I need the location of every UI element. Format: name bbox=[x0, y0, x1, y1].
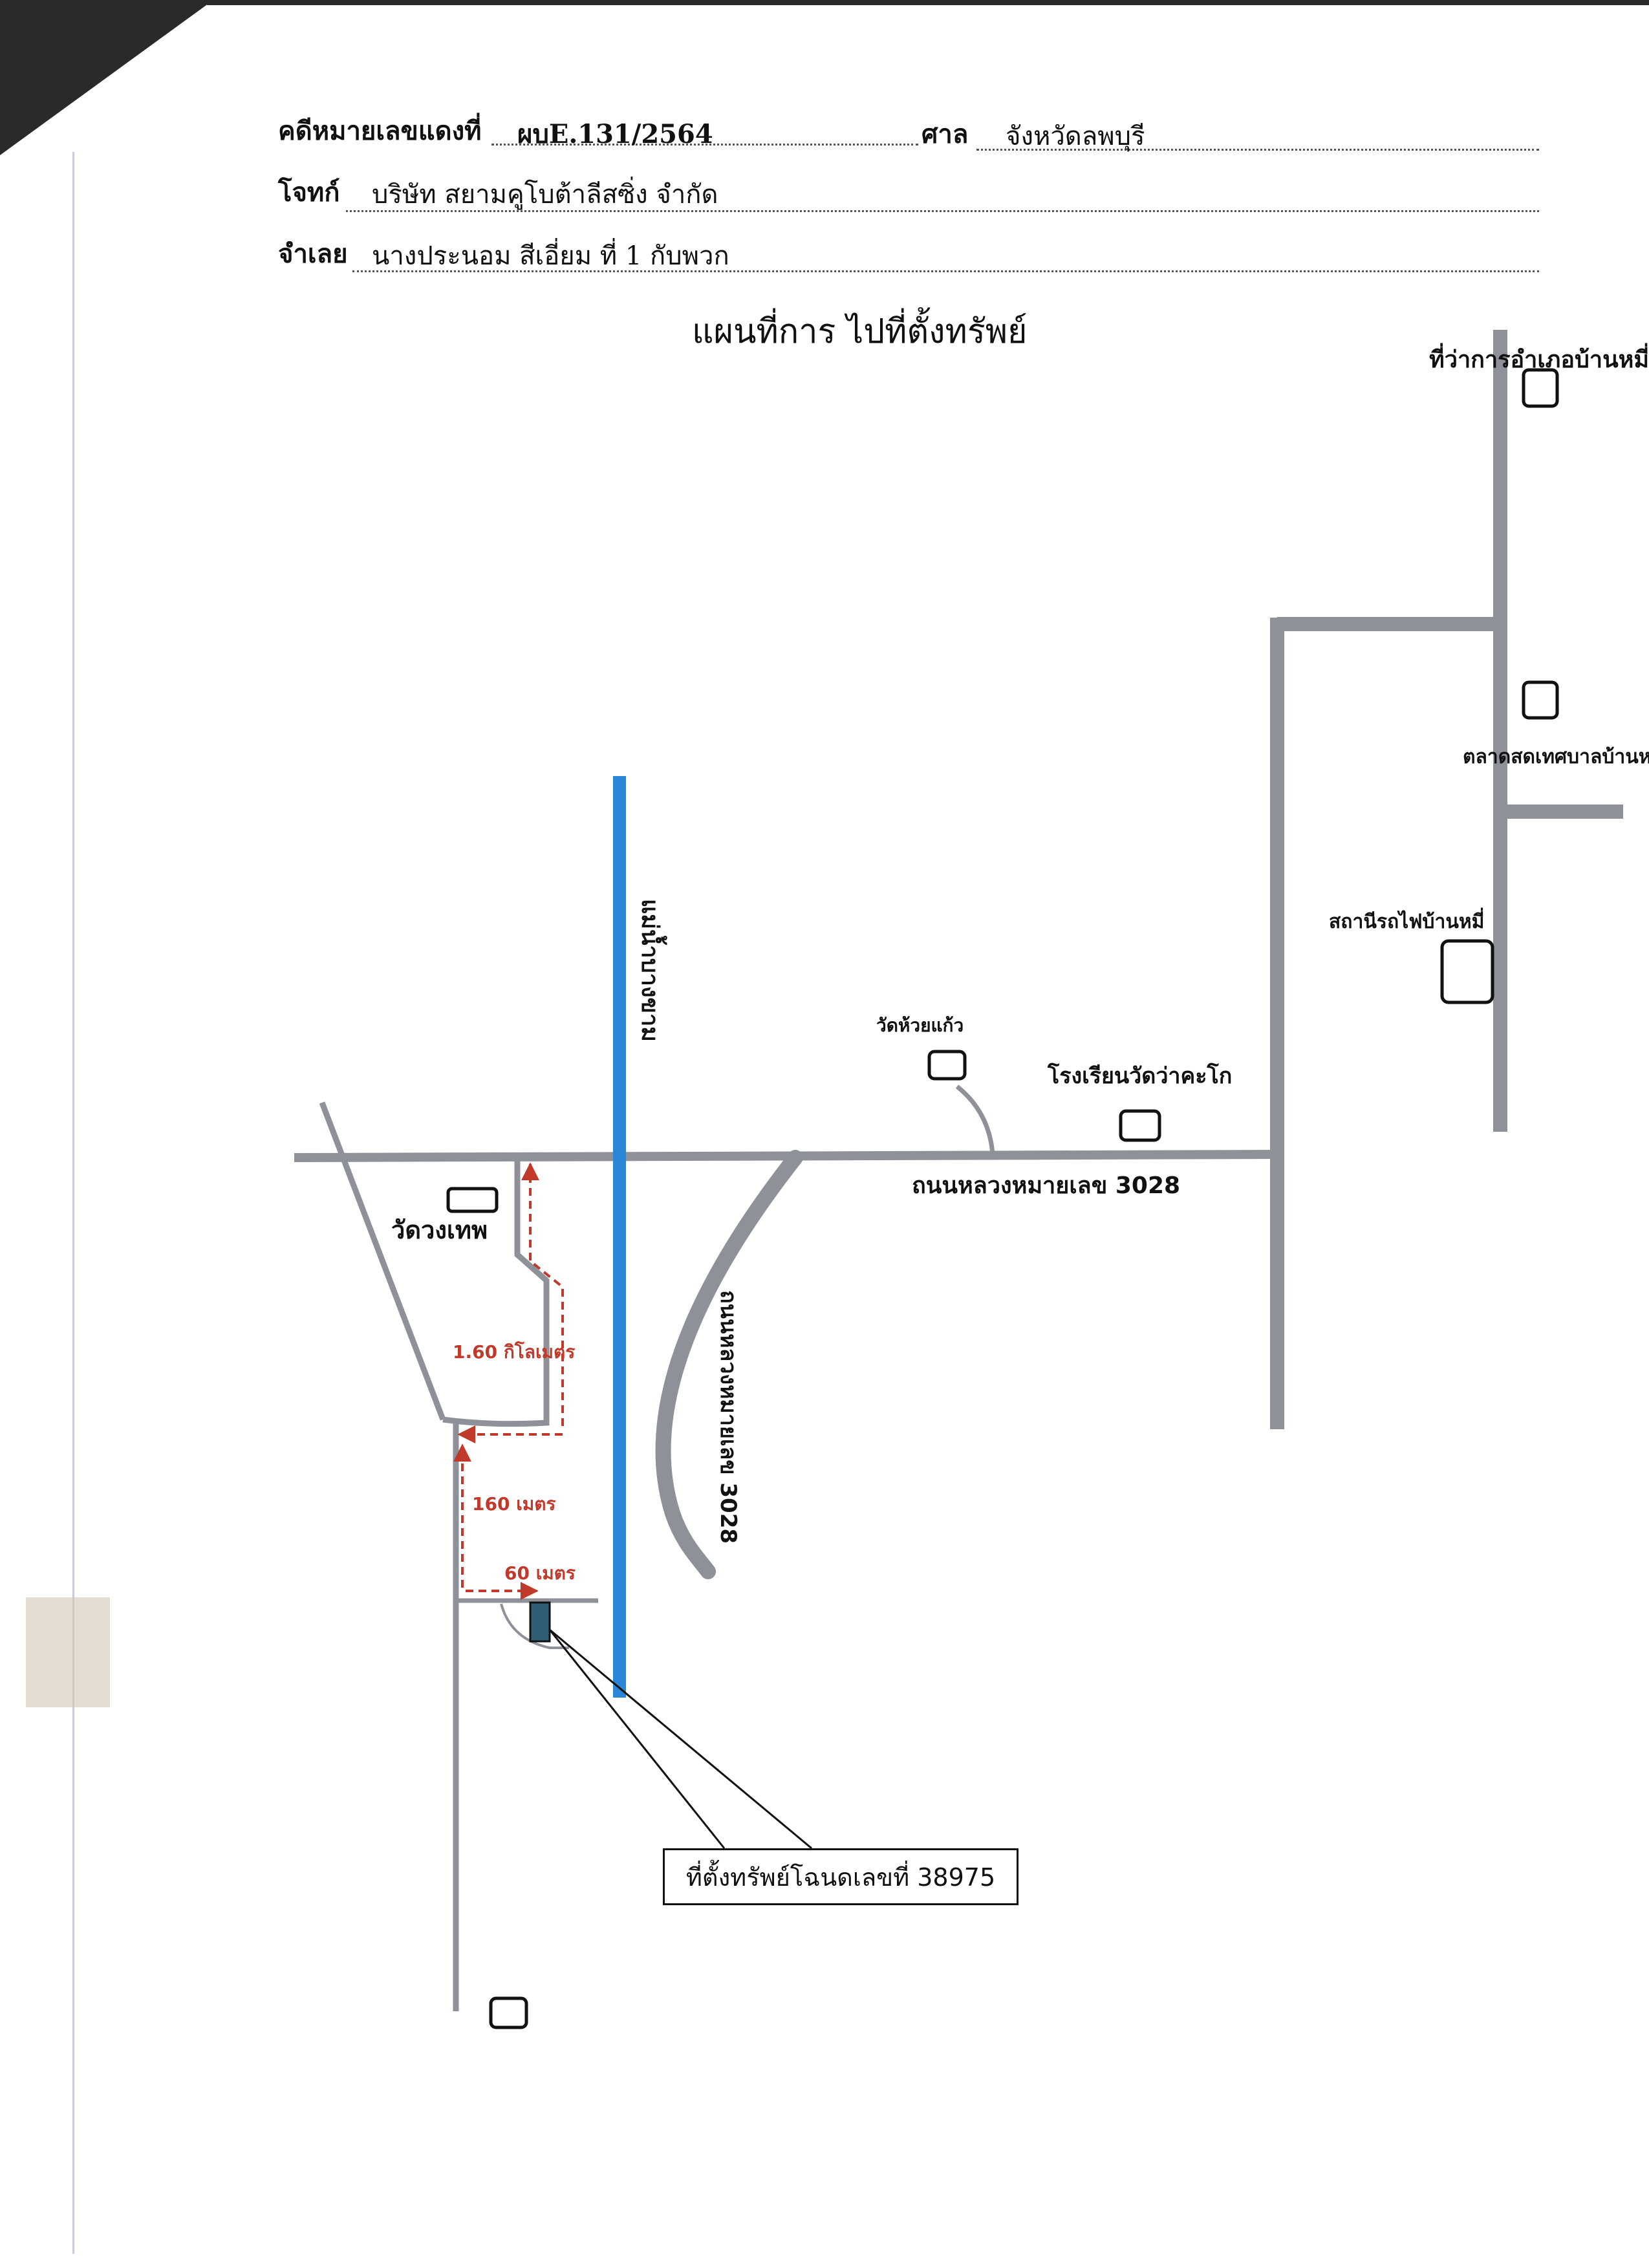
wat-wong-thep-label: วัดวงเทพ bbox=[391, 1216, 488, 1244]
district-office-label: ที่ว่าการอำเภอบ้านหมี่ bbox=[1429, 343, 1649, 373]
road-property-arc bbox=[500, 1603, 569, 1649]
plaintiff-label: โจทก์ bbox=[278, 177, 340, 208]
defendant-label: จำเลย bbox=[278, 239, 348, 269]
defendant-value: นางประนอม สีเอี่ยม ที่ 1 กับพวก bbox=[372, 241, 729, 271]
paper-fold-line bbox=[72, 152, 74, 2254]
red-case-number: ผบE.131/2564 bbox=[517, 119, 713, 149]
map-title: แผนที่การ ไปที่ตั้งทรัพย์ bbox=[692, 312, 1028, 351]
market-marker bbox=[1522, 680, 1559, 720]
callout-line-right bbox=[549, 1628, 812, 1850]
highway-3028-horizontal bbox=[294, 1150, 1278, 1162]
municipal-market-label: ตลาดสดเทศบาลบ้านหมี่ bbox=[1463, 742, 1649, 768]
plaintiff-value: บริษัท สยามคูโบต้าลีสซิ่ง จำกัด bbox=[372, 180, 718, 210]
wat-huai-kaew-label: วัดห้วยแก้ว bbox=[876, 1015, 964, 1036]
red-case-label: คดีหมายเลขแดงที่ bbox=[278, 116, 482, 146]
callout-line-left bbox=[548, 1629, 726, 1849]
district-office-marker bbox=[1522, 368, 1559, 408]
dotted-line bbox=[352, 270, 1539, 272]
court-label: ศาล bbox=[921, 119, 969, 149]
court-value: จังหวัดลพบุรี bbox=[1006, 122, 1145, 151]
dotted-line bbox=[346, 210, 1539, 212]
property-marker bbox=[529, 1601, 551, 1643]
road-diagonal-west bbox=[319, 1101, 446, 1421]
railway-station-marker bbox=[1440, 939, 1494, 1004]
dotted-line bbox=[976, 149, 1539, 151]
school-bang-phueng-marker bbox=[489, 1996, 528, 2029]
distance-label-1: 1.60 กิโลเมตร bbox=[453, 1341, 575, 1363]
distance-label-3: 60 เมตร bbox=[504, 1562, 576, 1584]
highway-3028-curve-label: ถนนหลวงหมายเลข 3028 bbox=[715, 1290, 741, 1544]
property-deed-callout: ที่ตั้งทรัพย์โฉนดเลขที่ 38975 bbox=[663, 1848, 1018, 1905]
highway-3028-curve bbox=[655, 1150, 803, 1579]
highway-3028-label: ถนนหลวงหมายเลข 3028 bbox=[912, 1172, 1180, 1199]
road-route-access bbox=[442, 1158, 550, 1427]
school-wa-khako-marker bbox=[1119, 1109, 1161, 1142]
river-label: แม่น้ำบางขาม bbox=[636, 899, 667, 1042]
road-wat-huai-kaew-spur bbox=[955, 1085, 995, 1155]
dotted-line bbox=[491, 144, 918, 146]
distance-label-2: 160 เมตร bbox=[472, 1493, 555, 1515]
scan-top-edge bbox=[207, 0, 1649, 5]
wat-wong-thep-marker bbox=[446, 1187, 499, 1213]
school-wa-khako-label: โรงเรียนวัดว่าคะโก bbox=[1047, 1063, 1232, 1089]
railway-station-label: สถานีรถไฟบ้านหมี่ bbox=[1329, 907, 1484, 933]
tape-mark bbox=[26, 1597, 110, 1707]
wat-huai-kaew-marker bbox=[927, 1050, 967, 1081]
route-arrow-segment-1 bbox=[521, 1162, 564, 1426]
